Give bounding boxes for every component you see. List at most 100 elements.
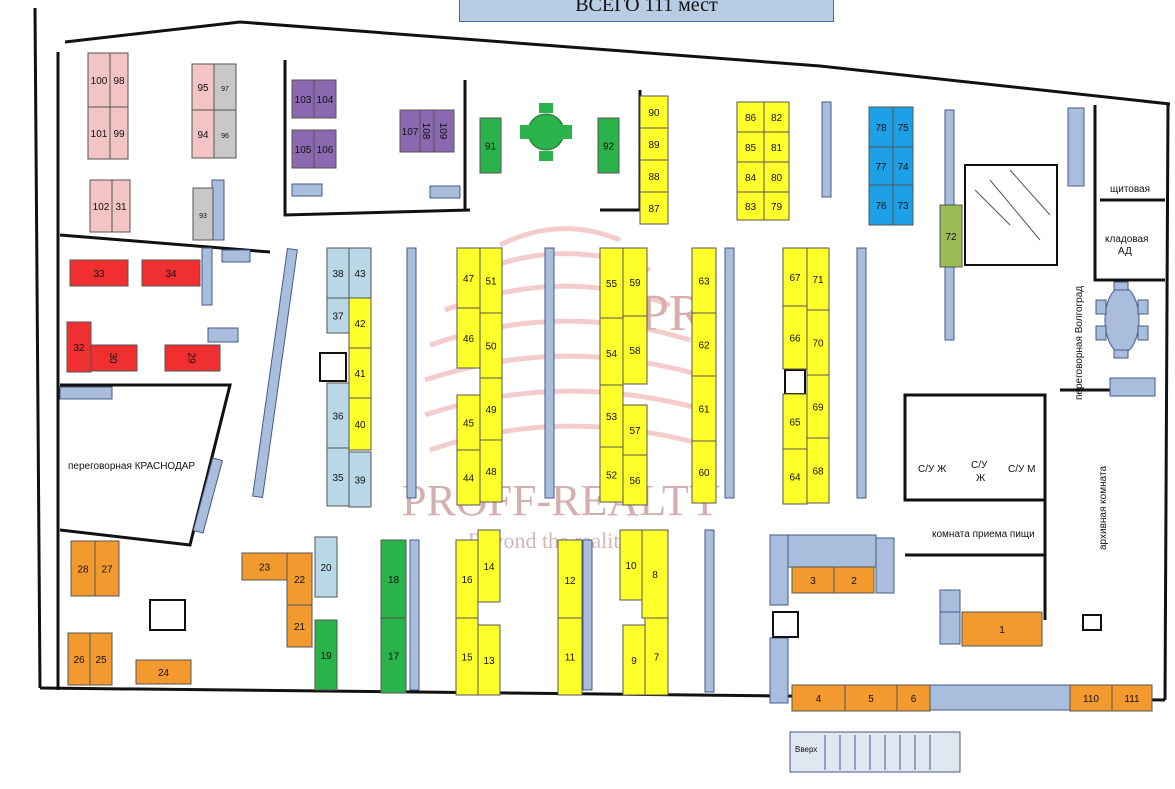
desk-111[interactable]: 111 — [1111, 684, 1153, 712]
desk-41[interactable]: 41 — [348, 347, 372, 399]
desk-32[interactable]: 32 — [66, 321, 92, 373]
desk-17[interactable]: 17 — [380, 617, 407, 694]
desk-24[interactable]: 24 — [135, 659, 192, 685]
desk-101[interactable]: 101 — [87, 106, 111, 160]
desk-77[interactable]: 77 — [868, 146, 894, 186]
desk-1[interactable]: 1 — [961, 611, 1043, 647]
desk-105[interactable]: 105 — [291, 129, 315, 169]
desk-28[interactable]: 28 — [70, 540, 96, 597]
desk-57[interactable]: 57 — [622, 404, 648, 456]
desk-82[interactable]: 82 — [763, 101, 790, 133]
desk-97[interactable]: 97 — [213, 63, 237, 111]
desk-65[interactable]: 65 — [782, 393, 808, 450]
desk-35[interactable]: 35 — [326, 447, 350, 507]
desk-52[interactable]: 52 — [599, 446, 624, 503]
desk-37[interactable]: 37 — [326, 297, 350, 334]
desk-67[interactable]: 67 — [782, 247, 808, 307]
desk-62[interactable]: 62 — [691, 312, 717, 377]
desk-23[interactable]: 23 — [241, 552, 288, 581]
desk-87[interactable]: 87 — [639, 191, 669, 225]
desk-2[interactable]: 2 — [833, 566, 875, 594]
desk-13[interactable]: 13 — [477, 624, 501, 696]
desk-26[interactable]: 26 — [67, 632, 91, 686]
desk-107[interactable]: 107 — [399, 109, 421, 153]
desk-39[interactable]: 39 — [348, 451, 372, 508]
desk-79[interactable]: 79 — [763, 191, 790, 221]
desk-29[interactable]: 29 — [164, 344, 221, 372]
desk-71[interactable]: 71 — [806, 247, 830, 311]
desk-108[interactable]: 108 — [419, 109, 435, 153]
desk-109[interactable]: 109 — [433, 109, 455, 153]
desk-61[interactable]: 61 — [691, 375, 717, 442]
desk-47[interactable]: 47 — [456, 247, 481, 309]
desk-81[interactable]: 81 — [763, 131, 790, 163]
desk-103[interactable]: 103 — [291, 79, 315, 119]
desk-9[interactable]: 9 — [622, 624, 646, 696]
desk-18[interactable]: 18 — [380, 539, 407, 619]
desk-50[interactable]: 50 — [479, 312, 503, 379]
desk-55[interactable]: 55 — [599, 247, 624, 319]
desk-27[interactable]: 27 — [94, 540, 120, 597]
desk-92[interactable]: 92 — [597, 117, 620, 174]
desk-5[interactable]: 5 — [844, 684, 898, 712]
desk-34[interactable]: 34 — [141, 259, 201, 287]
desk-48[interactable]: 48 — [479, 439, 503, 503]
desk-56[interactable]: 56 — [622, 454, 648, 506]
desk-4[interactable]: 4 — [791, 684, 846, 712]
desk-89[interactable]: 89 — [639, 127, 669, 161]
desk-30[interactable]: 30 — [90, 344, 138, 372]
desk-64[interactable]: 64 — [782, 448, 808, 505]
desk-11[interactable]: 11 — [557, 617, 583, 696]
desk-12[interactable]: 12 — [557, 539, 583, 621]
desk-31[interactable]: 31 — [111, 179, 131, 233]
desk-85[interactable]: 85 — [736, 131, 765, 163]
desk-88[interactable]: 88 — [639, 159, 669, 193]
desk-33[interactable]: 33 — [69, 259, 129, 287]
desk-60[interactable]: 60 — [691, 440, 717, 504]
desk-102[interactable]: 102 — [89, 179, 113, 233]
desk-95[interactable]: 95 — [191, 63, 215, 111]
desk-7[interactable]: 7 — [644, 617, 669, 696]
desk-51[interactable]: 51 — [479, 247, 503, 314]
desk-46[interactable]: 46 — [456, 307, 481, 369]
desk-96[interactable]: 96 — [213, 109, 237, 159]
desk-74[interactable]: 74 — [892, 146, 914, 186]
desk-3[interactable]: 3 — [791, 566, 835, 594]
desk-98[interactable]: 98 — [109, 52, 129, 108]
desk-38[interactable]: 38 — [326, 247, 350, 299]
desk-43[interactable]: 43 — [348, 247, 372, 299]
desk-19[interactable]: 19 — [314, 619, 338, 691]
desk-110[interactable]: 110 — [1069, 684, 1113, 712]
desk-16[interactable]: 16 — [455, 539, 479, 619]
desk-58[interactable]: 58 — [622, 315, 648, 385]
desk-6[interactable]: 6 — [896, 684, 931, 712]
desk-91[interactable]: 91 — [479, 117, 502, 174]
desk-44[interactable]: 44 — [456, 449, 481, 506]
desk-8[interactable]: 8 — [641, 529, 669, 619]
desk-75[interactable]: 75 — [892, 106, 914, 148]
desk-104[interactable]: 104 — [313, 79, 337, 119]
desk-83[interactable]: 83 — [736, 191, 765, 221]
desk-94[interactable]: 94 — [191, 109, 215, 159]
desk-73[interactable]: 73 — [892, 184, 914, 226]
desk-80[interactable]: 80 — [763, 161, 790, 193]
desk-72[interactable]: 72 — [939, 204, 963, 268]
desk-25[interactable]: 25 — [89, 632, 113, 686]
desk-106[interactable]: 106 — [313, 129, 337, 169]
desk-69[interactable]: 69 — [806, 374, 830, 439]
desk-66[interactable]: 66 — [782, 305, 808, 370]
desk-15[interactable]: 15 — [455, 617, 479, 696]
desk-93[interactable]: 93 — [192, 187, 214, 241]
desk-14[interactable]: 14 — [477, 529, 501, 603]
desk-76[interactable]: 76 — [868, 184, 894, 226]
desk-40[interactable]: 40 — [348, 397, 372, 451]
desk-53[interactable]: 53 — [599, 384, 624, 448]
desk-63[interactable]: 63 — [691, 247, 717, 314]
desk-59[interactable]: 59 — [622, 247, 648, 317]
desk-86[interactable]: 86 — [736, 101, 765, 133]
desk-42[interactable]: 42 — [348, 297, 372, 349]
desk-21[interactable]: 21 — [286, 604, 313, 648]
desk-84[interactable]: 84 — [736, 161, 765, 193]
desk-54[interactable]: 54 — [599, 317, 624, 389]
desk-70[interactable]: 70 — [806, 309, 830, 376]
